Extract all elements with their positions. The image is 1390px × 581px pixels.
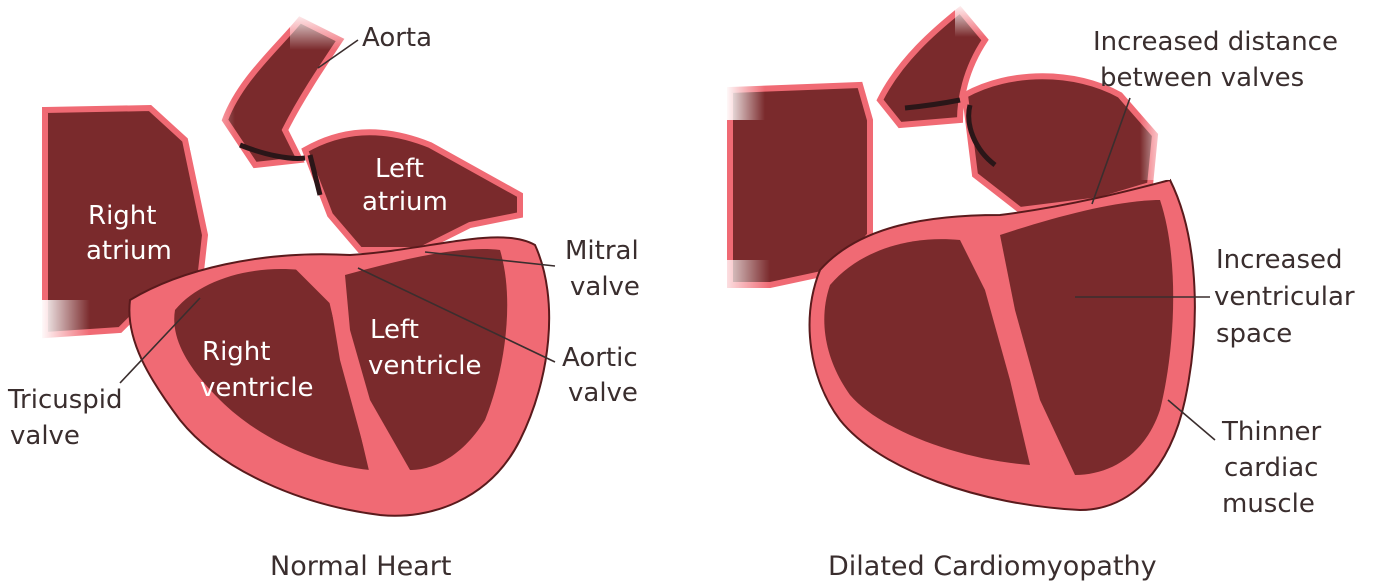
caption-dilated-cardiomyopathy: Dilated Cardiomyopathy bbox=[828, 551, 1157, 581]
label-thinner-muscle-3: muscle bbox=[1222, 489, 1315, 519]
label-left-ventricle-2: ventricle bbox=[368, 351, 481, 381]
label-tricuspid-valve-1: Tricuspid bbox=[7, 385, 123, 415]
label-increased-space-2: ventricular bbox=[1214, 282, 1355, 312]
label-right-ventricle-1: Right bbox=[202, 337, 270, 367]
label-increased-space-1: Increased bbox=[1216, 245, 1343, 275]
dilated-left-atrium-shape bbox=[965, 76, 1155, 210]
label-tricuspid-valve-2: valve bbox=[10, 421, 80, 451]
label-right-atrium-2: atrium bbox=[86, 236, 172, 266]
label-left-ventricle-1: Left bbox=[370, 315, 419, 345]
label-left-atrium-2: atrium bbox=[362, 187, 448, 217]
caption-normal-heart: Normal Heart bbox=[270, 551, 451, 581]
label-left-atrium-1: Left bbox=[375, 154, 424, 184]
label-mitral-valve-2: valve bbox=[570, 272, 640, 302]
label-increased-distance-1: Increased distance bbox=[1093, 27, 1338, 57]
label-right-atrium-1: Right bbox=[88, 201, 156, 231]
label-thinner-muscle-2: cardiac bbox=[1224, 453, 1318, 483]
label-aorta: Aorta bbox=[362, 23, 432, 53]
label-increased-space-3: space bbox=[1216, 319, 1292, 349]
label-thinner-muscle-1: Thinner bbox=[1221, 417, 1322, 447]
label-aortic-valve-2: valve bbox=[568, 378, 638, 408]
label-aortic-valve-1: Aortic bbox=[562, 343, 638, 373]
label-increased-distance-2: between valves bbox=[1100, 63, 1304, 93]
label-right-ventricle-2: ventricle bbox=[200, 373, 313, 403]
label-mitral-valve-1: Mitral bbox=[565, 236, 639, 266]
